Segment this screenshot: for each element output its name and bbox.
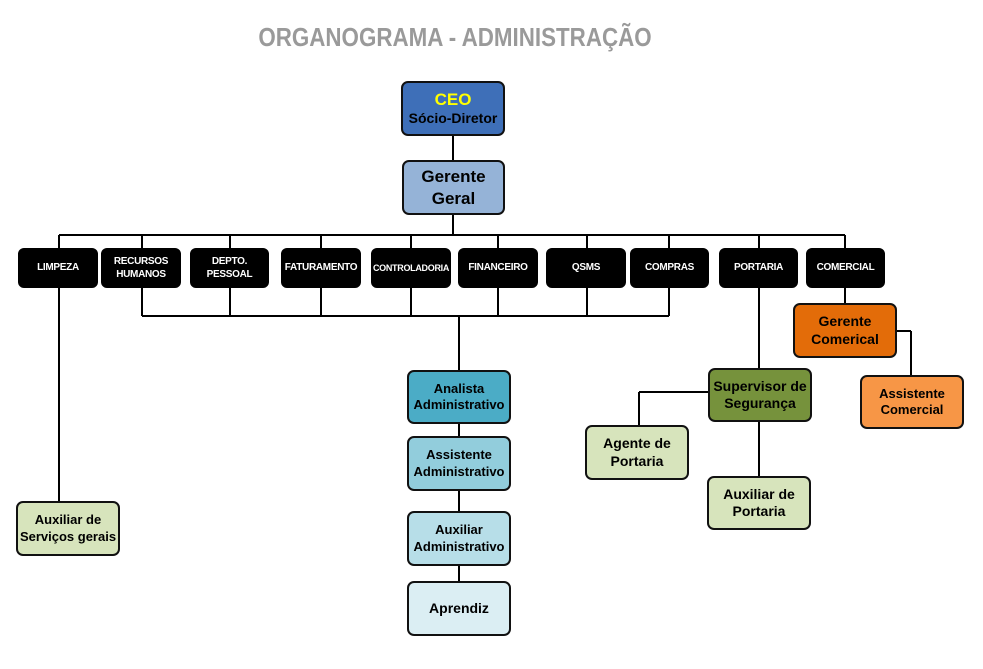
gerente-geral-box: Gerente Geral [402, 160, 505, 215]
gerente-geral-line1: Gerente [421, 167, 486, 187]
agente-portaria-line2: Portaria [610, 452, 664, 469]
agente-portaria-line1: Agente de [603, 435, 671, 451]
gerente-comercial-line1: Gerente [818, 313, 872, 329]
dept-financeiro: FINANCEIRO [458, 248, 538, 288]
auxiliar-servicos-line1: Auxiliar de [34, 512, 102, 528]
gerente-comercial-line2: Comerical [811, 330, 879, 347]
auxiliar-portaria-box: Auxiliar de Portaria [707, 476, 811, 530]
analista-administrativo-box: Analista Administrativo [407, 370, 511, 424]
dept-qsms-label: QSMS [571, 262, 601, 274]
analista-line2: Administrativo [413, 397, 505, 412]
auxiliar-adm-line2: Administrativo [413, 538, 505, 554]
auxiliar-servicos-gerais-box: Auxiliar de Serviços gerais [16, 501, 120, 556]
assistente-adm-line1: Assistente [426, 447, 492, 463]
supervisor-line1: Supervisor de [713, 377, 807, 394]
dept-portaria-label: PORTARIA [733, 262, 784, 274]
chart-title: ORGANOGRAMA - ADMINISTRAÇÃO [258, 22, 652, 52]
dept-compras-label: COMPRAS [644, 262, 694, 274]
ceo-label: CEO [434, 90, 472, 110]
auxiliar-portaria-line2: Portaria [732, 503, 786, 519]
dept-rh-label-1: RECURSOS [113, 255, 169, 267]
dept-faturamento: FATURAMENTO [281, 248, 361, 288]
ceo-role-label: Sócio-Diretor [408, 110, 498, 127]
assistente-adm-line2: Administrativo [413, 463, 505, 479]
auxiliar-servicos-line2: Serviços gerais [19, 528, 117, 544]
dept-comercial: COMERCIAL [806, 248, 885, 288]
dept-pessoal-label-2: PESSOAL [206, 269, 253, 280]
dept-limpeza: LIMPEZA [18, 248, 98, 288]
dept-pessoal: DEPTO. PESSOAL [190, 248, 269, 288]
dept-faturamento-label: FATURAMENTO [284, 262, 358, 274]
aprendiz-box: Aprendiz [407, 581, 511, 636]
dept-rh-label-2: HUMANOS [116, 269, 166, 280]
assistente-comercial-line1: Assistente [879, 385, 945, 401]
dept-limpeza-label: LIMPEZA [37, 262, 79, 274]
dept-comercial-label: COMERCIAL [816, 262, 875, 274]
dept-pessoal-label-1: DEPTO. [211, 255, 248, 267]
dept-qsms: QSMS [546, 248, 626, 288]
dept-recursos-humanos: RECURSOS HUMANOS [101, 248, 181, 288]
assistente-comercial-line2: Comercial [880, 402, 944, 417]
assistente-comercial-box: Assistente Comercial [860, 375, 964, 429]
gerente-geral-line2: Geral [431, 188, 476, 208]
supervisor-seguranca-box: Supervisor de Segurança [708, 368, 812, 422]
auxiliar-portaria-line1: Auxiliar de [723, 485, 795, 502]
agente-portaria-box: Agente de Portaria [585, 425, 689, 480]
gerente-comercial-box: Gerente Comerical [793, 303, 897, 358]
assistente-administrativo-box: Assistente Administrativo [407, 436, 511, 491]
aprendiz-label: Aprendiz [429, 599, 489, 616]
dept-controladoria: CONTROLADORIA [371, 248, 451, 288]
dept-financeiro-label: FINANCEIRO [468, 262, 528, 274]
dept-controladoria-label: CONTROLADORIA [372, 262, 450, 273]
supervisor-line2: Segurança [724, 395, 796, 411]
dept-compras: COMPRAS [630, 248, 709, 288]
auxiliar-administrativo-box: Auxiliar Administrativo [407, 511, 511, 566]
auxiliar-adm-line1: Auxiliar [435, 522, 483, 538]
analista-line1: Analista [433, 380, 485, 396]
ceo-box: CEO Sócio-Diretor [401, 81, 505, 136]
dept-portaria: PORTARIA [719, 248, 798, 288]
